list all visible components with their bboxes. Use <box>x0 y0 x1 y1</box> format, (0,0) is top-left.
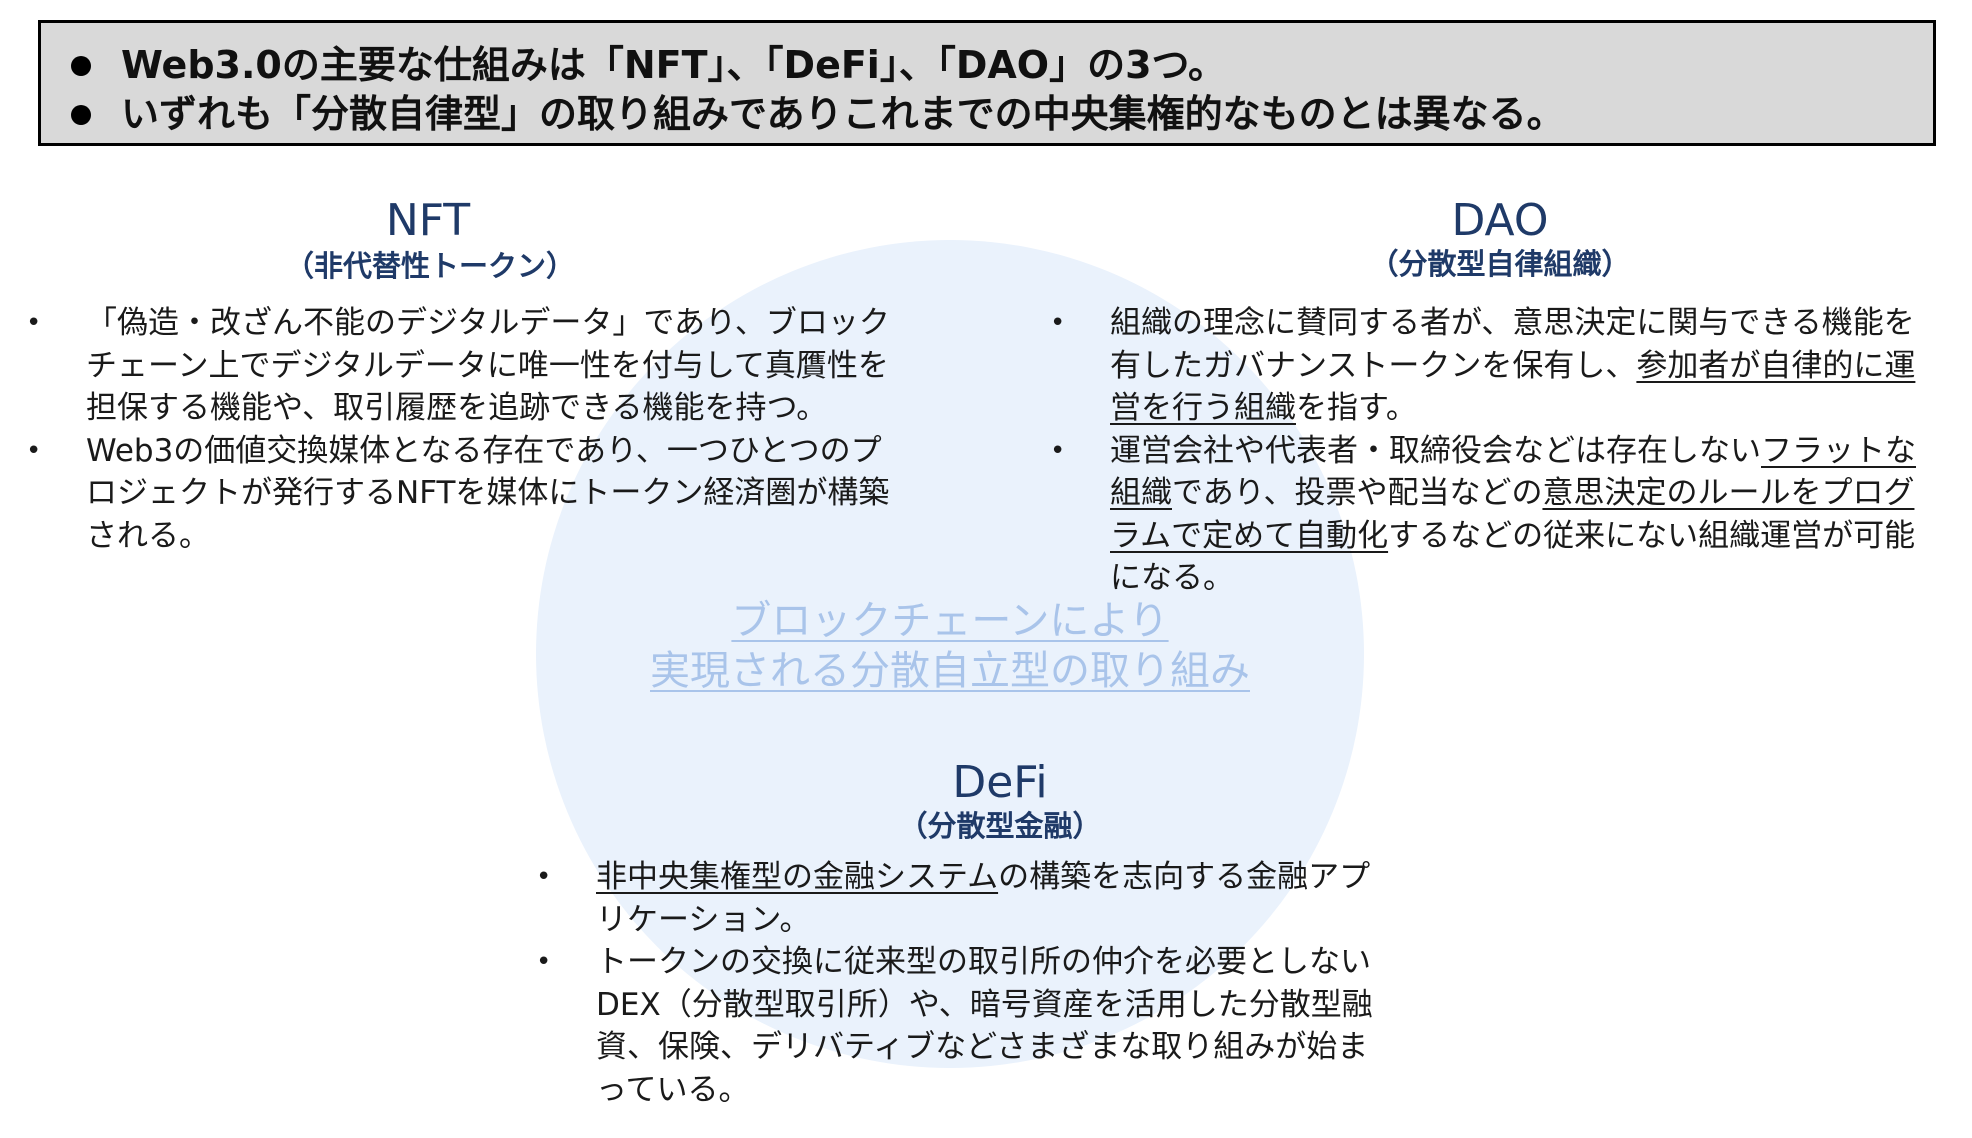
defi-bullet-1-text: の構築を志向する金融アプリケーション。 <box>596 859 1371 938</box>
summary-line-1: Web3.0の主要な仕組みは「NFT」、「DeFi」、「DAO」の3つ。 <box>63 41 1933 90</box>
dao-bullet-list: 組織の理念に賛同する者が、意思決定に関与できる機能を有したガバナンストークンを保… <box>1050 302 1930 600</box>
dao-bullet-1-underlined: 参加者が自律的に運営を行う組織 <box>1110 347 1916 427</box>
dao-bullet-1-text-b: を指す。 <box>1296 390 1417 426</box>
dao-bullet-1-text-a: 組織の理念に賛同する者が、意思決定に関与できる機能を有したガバナンストークンを保… <box>1110 305 1915 384</box>
summary-line-2: いずれも「分散自律型」の取り組みでありこれまでの中央集権的なものとは異なる。 <box>63 90 1933 139</box>
defi-subtitle: （分散型金融） <box>898 809 1102 843</box>
dao-bullet-2: 運営会社や代表者・取締役会などは存在しないフラットな組織であり、投票や配当などの… <box>1050 430 1930 600</box>
defi-bullet-1-underlined: 非中央集権型の金融システム <box>596 859 999 895</box>
bullet-dot-icon <box>71 104 91 125</box>
center-label: ブロックチェーンにより 実現される分散自立型の取り組み <box>560 596 1340 696</box>
dao-subtitle: （分散型自律組織） <box>1369 247 1631 281</box>
center-label-line-1: ブロックチェーンにより <box>731 598 1169 644</box>
dao-title: DAO <box>1451 195 1549 246</box>
dao-bullet-2-text-a: 運営会社や代表者・取締役会などは存在しない <box>1110 432 1761 469</box>
dao-bullet-2-text-b: であり、投票や配当などの <box>1172 475 1543 511</box>
summary-text-2: いずれも「分散自律型」の取り組みでありこれまでの中央集権的なものとは異なる。 <box>121 92 1565 136</box>
nft-subtitle: （非代替性トークン） <box>284 249 575 283</box>
summary-box: Web3.0の主要な仕組みは「NFT」、「DeFi」、「DAO」の3つ。 いずれ… <box>38 20 1936 146</box>
defi-bullet-list: 非中央集権型の金融システムの構築を志向する金融アプリケーション。 トークンの交換… <box>536 856 1376 1111</box>
defi-bullet-2: トークンの交換に従来型の取引所の仲介を必要としないDEX（分散型取引所）や、暗号… <box>536 941 1376 1111</box>
nft-bullet-2: Web3の価値交換媒体となる存在であり、一つひとつのプロジェクトが発行するNFT… <box>26 430 890 558</box>
nft-bullet-1: 「偽造・改ざん不能のデジタルデータ」であり、ブロックチェーン上でデジタルデータに… <box>26 302 890 430</box>
dao-bullet-2-underlined-2: 意思決定のルールをプログラムで定めて自動化 <box>1110 475 1915 554</box>
nft-bullet-list: 「偽造・改ざん不能のデジタルデータ」であり、ブロックチェーン上でデジタルデータに… <box>26 302 890 557</box>
defi-bullet-1: 非中央集権型の金融システムの構築を志向する金融アプリケーション。 <box>536 856 1376 941</box>
defi-title: DeFi <box>952 757 1048 808</box>
bullet-dot-icon <box>71 55 91 76</box>
center-label-line-2: 実現される分散自立型の取り組み <box>650 648 1250 694</box>
dao-bullet-2-underlined-1: フラットな組織 <box>1110 432 1916 512</box>
dao-bullet-1: 組織の理念に賛同する者が、意思決定に関与できる機能を有したガバナンストークンを保… <box>1050 302 1930 430</box>
dao-bullet-2-text-c: するなどの従来にない組織運営が可能になる。 <box>1110 517 1916 597</box>
nft-title: NFT <box>385 195 471 246</box>
summary-text-1: Web3.0の主要な仕組みは「NFT」、「DeFi」、「DAO」の3つ。 <box>121 43 1227 87</box>
